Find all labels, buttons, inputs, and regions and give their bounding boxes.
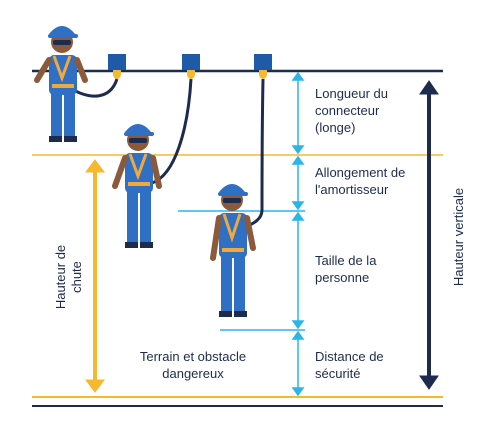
connector-length-label: Longueur du connecteur (longe) — [315, 86, 389, 135]
worker-icon — [112, 124, 162, 248]
person-height-label: Taille de la personne — [315, 253, 377, 285]
double-arrow-icon — [85, 159, 105, 393]
worker-icon — [34, 26, 88, 142]
safety-distance-label: Distance de sécurité — [315, 349, 384, 381]
ground-obstacle-label: Terrain et obstacle dangereux — [139, 349, 247, 381]
anchor-icon — [182, 54, 200, 79]
double-arrow-icon — [419, 80, 439, 390]
vertical-height-label: Hauteur verticale — [451, 187, 466, 287]
double-arrow-icon — [291, 155, 305, 211]
double-arrow-icon — [291, 71, 305, 155]
worker-icon — [210, 184, 256, 317]
anchor-icon — [108, 54, 126, 79]
fall-height-label: Hauteur de chute — [53, 244, 84, 310]
absorber-elongation-label: Allongement de l'amortisseur — [315, 165, 406, 197]
double-arrow-icon — [291, 211, 305, 330]
double-arrow-icon — [291, 330, 305, 397]
anchor-icon — [254, 54, 272, 79]
lanyard-icon — [69, 78, 119, 98]
lanyard-icon — [243, 78, 265, 230]
